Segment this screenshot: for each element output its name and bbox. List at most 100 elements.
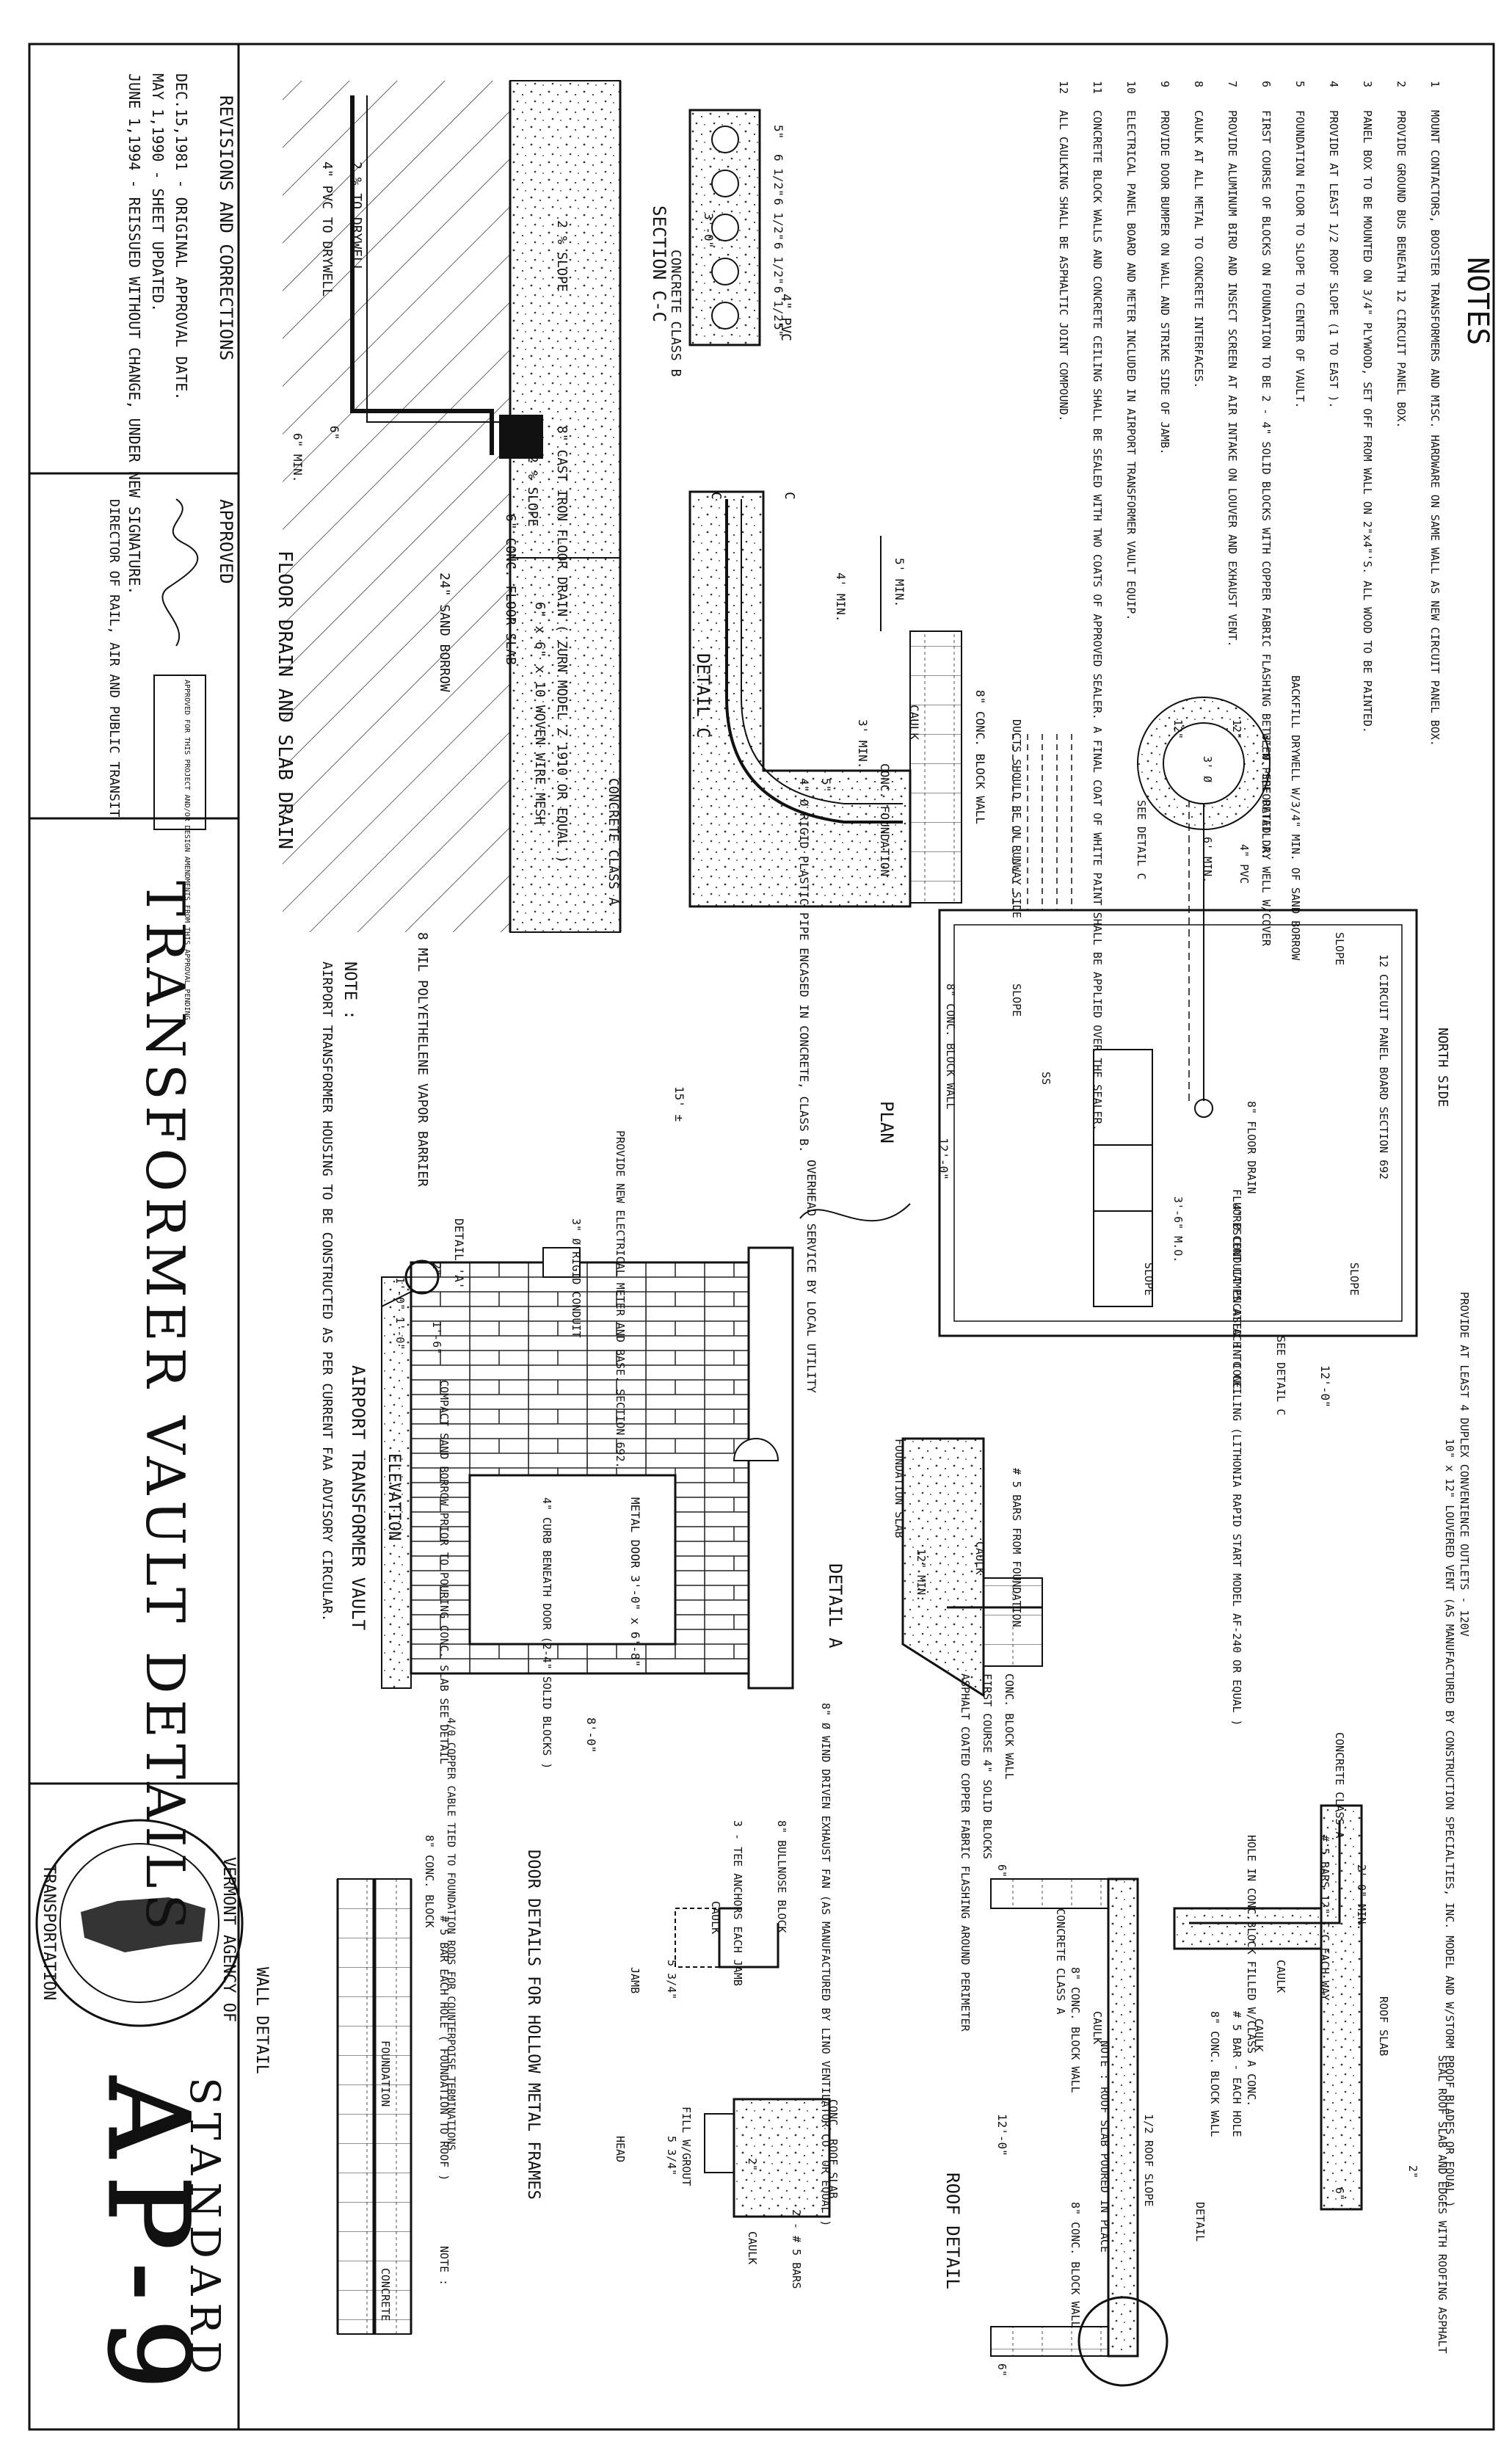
- detail-c-label-pipe: 4" Ø RIGID PLASTIC PIPE ENCASED IN CONCR…: [797, 778, 811, 1153]
- roof-label-2in: 2": [1406, 2165, 1420, 2178]
- floor-drain-label-slope-1: 2 % SLOPE: [554, 220, 570, 292]
- roof-label-2ft: 2'-0" MIN.: [1355, 1864, 1368, 1930]
- roof-left-wall: [990, 1878, 1109, 1909]
- elevation-label-curb: 4" CURB BENEATH DOOR (2-4" SOLID BLOCKS …: [540, 1497, 553, 1769]
- standard-number-block: STANDARD AP-9: [83, 2076, 229, 2410]
- plan-label-see-c-2: SEE DETAIL C: [1274, 1336, 1287, 1415]
- section-cc-concrete-label: CONCRETE CLASS B: [668, 250, 683, 377]
- detail-a-label-flashing: ASPHALT COATED COPPER FABRIC FLASHING AR…: [959, 1673, 972, 2032]
- section-cc-dim-2: 6 1/2": [771, 154, 785, 197]
- note-text: ELECTRICAL PANEL BOARD AND METER INCLUDE…: [1124, 110, 1138, 620]
- plan-label-slope-1: SLOPE: [1333, 932, 1346, 965]
- director-signature: [161, 498, 199, 647]
- elevation-note: AIRPORT TRANSFORMER HOUSING TO BE CONSTR…: [319, 962, 335, 1621]
- note-text: ALL CAULKING SHALL BE ASPHALTIC JOINT CO…: [1057, 110, 1070, 421]
- elevation-subtitle: ELEVATION: [385, 1453, 403, 1541]
- elevation-meter: [542, 1247, 581, 1278]
- plan-label-ducts: DUCTS SHOULD BE ON RUNWAY SIDE: [1010, 719, 1023, 918]
- door-label-2in: 2": [746, 2158, 759, 2171]
- wall-label-block: 8" CONC. BLOCK: [423, 1835, 436, 1927]
- detail-c-label-5in: 5": [819, 778, 833, 792]
- elevation-title: AIRPORT TRANSFORMER VAULT: [348, 1365, 368, 1630]
- plan-label-slope-2: SLOPE: [1010, 984, 1023, 1017]
- elevation-label-1-6: 1'-6": [430, 1321, 443, 1354]
- sheet-title-block: TRANSFORMER VAULT DETAILS: [134, 881, 196, 1936]
- detail-a-block: [983, 1577, 1043, 1667]
- detail-c: DETAIL C 5' MIN. 4' MIN. 8" CONC. BLOCK …: [688, 490, 987, 1153]
- note-number: 9: [1158, 81, 1171, 87]
- elevation-roof-slab: [747, 1246, 794, 1690]
- revisions-heading: REVISIONS AND CORRECTIONS: [216, 95, 236, 360]
- plan-title: PLAN: [876, 1101, 897, 1144]
- notes-heading: NOTES: [1461, 257, 1494, 345]
- plan-lamp-2: [1093, 1144, 1153, 1307]
- roof-slab-plan: [1107, 1878, 1139, 2358]
- standard-label: STANDARD: [181, 2077, 228, 2382]
- wall-label-bar: # 5 BAR EACH HOLE ( FOUNDATION TO ROOF ): [437, 1916, 451, 2181]
- floor-drain-label-slope-2: 2 % SLOPE: [525, 455, 540, 527]
- plan-label-12ft-b: 12'-0": [1318, 1365, 1332, 1408]
- roof-label-block-3: 8" CONC. BLOCK WALL: [1069, 2202, 1082, 2328]
- detail-a: # 5 BARS FROM FOUNDATION CAULK 12" MIN. …: [825, 1437, 1043, 2032]
- section-cc-pvc-label: 4" PVC: [778, 294, 793, 341]
- wall-label-note: NOTE :: [437, 2246, 451, 2286]
- detail-c-rigid-pipe: [725, 499, 903, 824]
- plan-label-12ft-a: 12'-0": [937, 1138, 951, 1180]
- door-jamb-section: [718, 1907, 779, 1969]
- note-number: 10: [1124, 81, 1138, 94]
- elevation-label-conduit: 3" Ø RIGID CONDUIT: [570, 1218, 583, 1338]
- wall-detail-title: WALL DETAIL: [252, 1967, 271, 2074]
- revision-item-2: MAY 1,1990 - SHEET UPDATED.: [149, 73, 167, 312]
- floor-drain-detail: 8" CAST IRON FLOOR DRAIN ( ZURN MODEL Z …: [274, 80, 622, 1187]
- section-cc-dim-1: 5": [771, 125, 785, 139]
- floor-drain-label-pvc: 4" PVC TO DRYWELL: [319, 161, 335, 297]
- elevation-label-2in: 2": [430, 1262, 443, 1276]
- plan-label-dry-well: 3' Ø PERFORATED DRY WELL W/COVER: [1260, 734, 1273, 947]
- detail-c-label-caulk: CAULK: [907, 705, 921, 741]
- agency-seal: VERMONT AGENCY OF TRANSPORTATION: [35, 1819, 244, 2027]
- door-head-section: [733, 2098, 831, 2218]
- detail-a-label-caulk: CAULK: [973, 1541, 986, 1574]
- door-label-caulk-1: CAULK: [709, 1901, 722, 1934]
- revision-item-1: DEC.15,1981 - ORIGINAL APPROVAL DATE.: [172, 73, 190, 401]
- cast-iron-floor-drain: [499, 415, 543, 459]
- floor-drain-title: FLOOR DRAIN AND SLAB DRAIN: [274, 550, 296, 849]
- note-number: 5: [1293, 81, 1306, 87]
- roof-label-block: 8" CONC. BLOCK WALL: [1208, 2011, 1221, 2137]
- roof-label-bar-each: # 5 BAR - EACH HOLE: [1230, 2011, 1243, 2137]
- sheet-title: TRANSFORMER VAULT DETAILS: [134, 881, 196, 1936]
- door-details: 8" BULLNOSE BLOCK 3 - TEE ANCHORS EACH J…: [524, 1820, 840, 2289]
- detail-c-label-foundation: CONC. FOUNDATION: [878, 763, 892, 876]
- plan-inner-wall: [953, 924, 1403, 1322]
- floor-drain-label-vapor: 8 MIL POLYETHELENE VAPOR BARRIER: [415, 932, 430, 1187]
- elevation-foundation: [381, 1276, 412, 1689]
- roof-label-concrete-2: CONCRETE CLASS A: [1054, 1908, 1067, 2015]
- detail-a-label-block: CONC. BLOCK WALL: [1003, 1673, 1016, 1780]
- approval-stamp-text: APPROVED FOR THIS PROJECT AND/OR DESIGN …: [183, 680, 191, 1020]
- section-cc-title: SECTION C-C: [649, 206, 669, 322]
- detail-c-title: DETAIL C: [693, 653, 713, 738]
- elevation-label-copper: 4/0 COPPER CABLE TIED TO FOUNDATION RODS…: [445, 1717, 457, 2151]
- note-text: PROVIDE ALUMINUM BIRD AND INSECT SCREEN …: [1226, 110, 1239, 647]
- note-number: 3: [1361, 81, 1374, 87]
- wall-detail: 8" CONC. BLOCK # 5 BAR EACH HOLE ( FOUND…: [252, 1835, 451, 2335]
- door-label-head-dim: 5 3/4": [665, 2136, 678, 2175]
- plan-label-pvc: 4" PVC: [1237, 844, 1251, 884]
- roof-label-detail: DETAIL: [1193, 2202, 1207, 2242]
- title-strip-border: [28, 43, 240, 2431]
- plan-label-slope-4: SLOPE: [1142, 1262, 1155, 1295]
- roof-label-hole: HOLE IN CONC.BLOCK FILLED W/CLASS A CONC…: [1245, 1835, 1258, 2107]
- note-text: FIRST COURSE OF BLOCKS ON FOUNDATION TO …: [1260, 110, 1273, 859]
- plan-label-mo: 3'-6" M.O.: [1171, 1196, 1185, 1262]
- floor-drain-pipe: [350, 95, 494, 455]
- plan-label-6ft: 6' MIN.: [1201, 837, 1214, 883]
- floor-drain-label-min: 6" MIN.: [291, 433, 305, 482]
- floor-drain-label-cast-iron: 8" CAST IRON FLOOR DRAIN ( ZURN MODEL Z …: [554, 426, 570, 863]
